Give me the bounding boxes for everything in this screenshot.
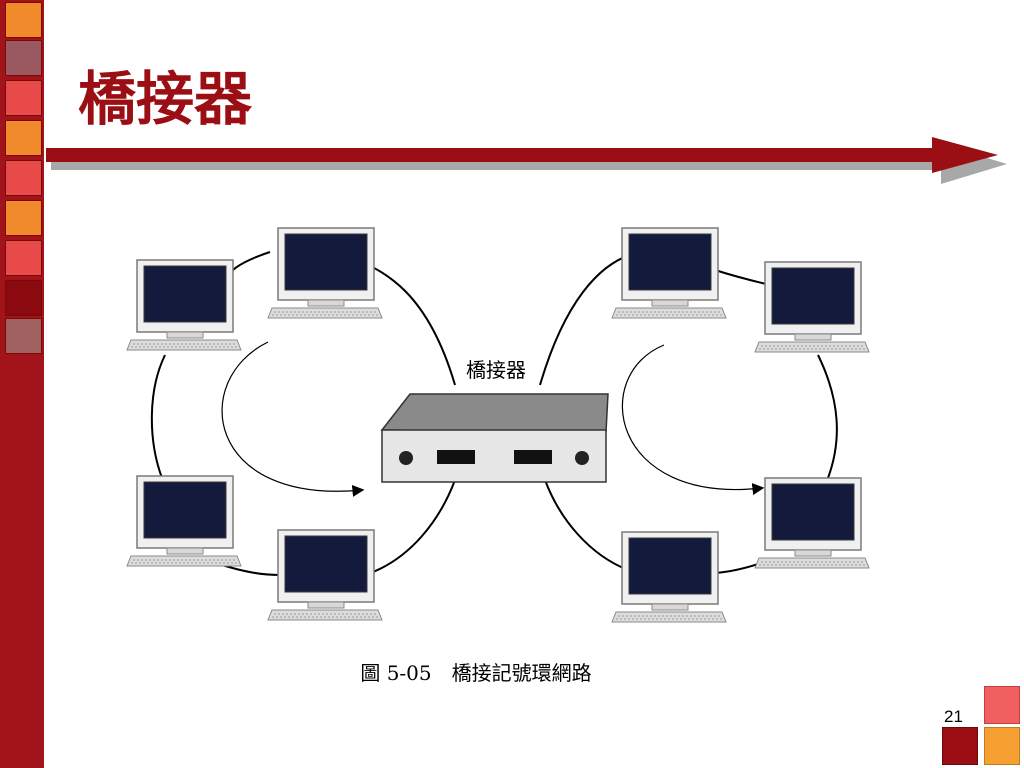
band-square (5, 40, 42, 76)
title-underline-arrow (46, 137, 1007, 184)
computer-icon (126, 475, 242, 567)
computer-icon (754, 261, 870, 353)
computer-icon (267, 529, 383, 621)
computer-icon (611, 227, 727, 319)
band-square (5, 240, 42, 276)
corner-square (942, 727, 978, 765)
corner-square (984, 686, 1020, 724)
computer-icon (611, 531, 727, 623)
right-token-ring (539, 254, 838, 574)
corner-square (984, 727, 1020, 765)
bridge-device-icon (380, 393, 609, 483)
computer-icon (754, 477, 870, 569)
computer-icon (126, 259, 242, 351)
figure-caption: 圖 5-05 橋接記號環網路 (360, 661, 591, 685)
band-square (5, 318, 42, 354)
band-square (5, 120, 42, 156)
band-square (5, 160, 42, 196)
band-square (5, 200, 42, 236)
band-square (5, 2, 42, 38)
computer-icon (267, 227, 383, 319)
band-square (5, 280, 42, 316)
bridge-label: 橋接器 (466, 358, 526, 382)
slide-title: 橋接器 (78, 65, 253, 133)
page-number: 21 (944, 707, 963, 726)
band-square (5, 80, 42, 116)
